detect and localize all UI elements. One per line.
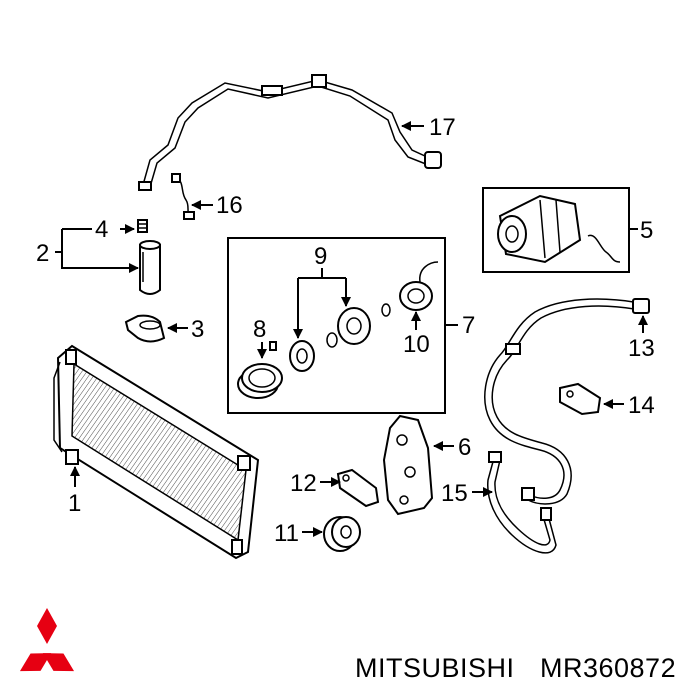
pipe-end-fitting: [424, 151, 442, 169]
callout-16: 16: [216, 192, 243, 219]
part-6-compressor-bracket: [382, 414, 434, 516]
leader-2-drier: [61, 229, 139, 273]
part-10-clutch-hub: [399, 261, 439, 311]
part-1-condenser: [53, 344, 260, 560]
pipe-fitting: [311, 74, 327, 88]
pipe-fitting: [138, 181, 152, 191]
callout-3: 3: [191, 316, 204, 343]
mitsubishi-three-diamond-icon: [19, 608, 75, 672]
callout-14: 14: [628, 392, 655, 419]
part-13-discharge-hose: [484, 298, 650, 505]
part-number: MR360872: [540, 653, 676, 683]
callout-5: 5: [640, 217, 653, 244]
part-9-pulley-assembly: [289, 303, 391, 372]
callout-8: 8: [253, 316, 266, 343]
callout-17: 17: [429, 114, 456, 141]
part-8-field-coil: [237, 341, 283, 399]
pipe-fitting: [261, 85, 283, 96]
callout-4: 4: [95, 216, 108, 243]
callout-6: 6: [458, 434, 471, 461]
callout-1: 1: [68, 490, 81, 517]
callout-13: 13: [628, 335, 655, 362]
callout-12: 12: [290, 470, 317, 497]
brand-name: MITSUBISHI: [355, 653, 515, 683]
callout-7: 7: [462, 312, 475, 339]
part-12-tension-bracket: [336, 468, 380, 508]
part-5-compressor: [497, 194, 621, 264]
part-15-liquid-hose: [487, 451, 557, 554]
part-2-receiver-drier: [139, 240, 161, 295]
callout-15: 15: [441, 480, 468, 507]
part-16-pressure-switch: [171, 173, 195, 220]
callout-10: 10: [403, 331, 430, 358]
part-11-idler-pulley: [323, 516, 361, 552]
callout-9: 9: [314, 243, 327, 270]
callout-11: 11: [274, 520, 299, 547]
part-3-drier-bracket: [124, 314, 166, 343]
part-17-suction-hose: [138, 74, 442, 191]
part-4-drier-plug: [137, 219, 148, 233]
callout-2: 2: [36, 240, 49, 267]
part-14-hose-bracket: [559, 382, 602, 416]
